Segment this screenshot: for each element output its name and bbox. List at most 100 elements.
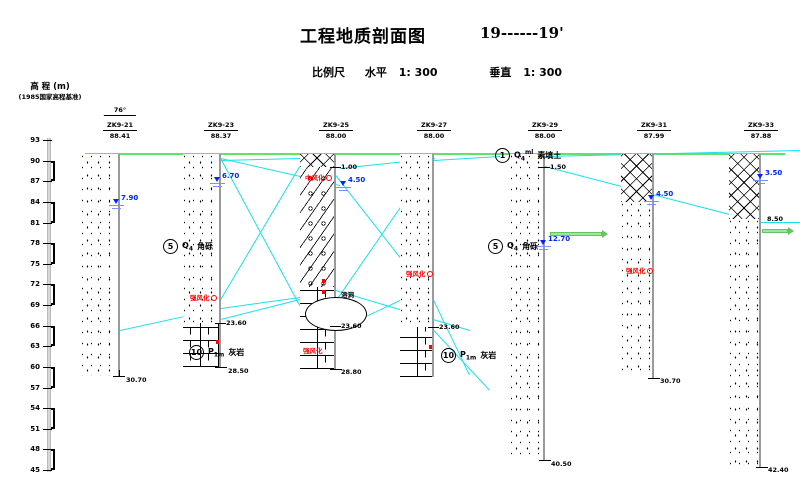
elevation-axis-title: 高 程 (m) (1985国家高程基准) (14, 82, 86, 102)
axis-tick (43, 449, 52, 451)
legend-id: 5 (163, 239, 178, 254)
borehole-name: ZK9-23 (203, 121, 239, 131)
axis-tick-label: 87 (30, 177, 40, 186)
page-title: 工程地质剖面图 (300, 27, 426, 47)
legend-name: 灰岩 (480, 351, 497, 360)
axis-tick (43, 346, 52, 348)
borehole-bottom-tick (119, 370, 120, 377)
legend-name: 灰岩 (228, 348, 245, 357)
axis-tick-label: 57 (30, 383, 40, 392)
scale-vertical-label: 垂直 (489, 66, 512, 79)
sample-marker-zk9-27: 强风化 (406, 268, 433, 278)
axis-bracket (51, 284, 55, 305)
borehole-column-gravel (400, 154, 434, 327)
scale-label: 比例尺 (312, 66, 345, 79)
axis-tick-label: 60 (30, 362, 40, 371)
legend-id: 10 (441, 348, 456, 363)
borehole-column-limestone (400, 327, 434, 377)
borehole-column-gravel (621, 202, 654, 378)
borehole-column-fill (300, 154, 336, 167)
legend-callout-limestone-left: 10 P1m 灰岩 (189, 345, 244, 360)
borehole-name: ZK9-21 (102, 121, 138, 131)
axis-tick (43, 470, 52, 471)
borehole-name: ZK9-31 (636, 121, 672, 131)
borehole-bottom-depth: 42.40 (768, 466, 789, 474)
borehole-header-zk9-21: ZK9-21 88.41 (102, 121, 138, 140)
interpretation-line (434, 156, 501, 162)
borehole-elevation: 88.00 (534, 132, 556, 140)
legend-code: Q4ml (514, 148, 534, 163)
borehole-column-gravel (510, 154, 545, 460)
axis-tick (43, 284, 52, 286)
borehole-bottom-cap (648, 378, 660, 379)
scale-bar-info: 比例尺 水平 1: 300 垂直 1: 300 (312, 64, 562, 80)
legend-callout-gravel-right: 5 Q4 角砾 (488, 239, 538, 254)
borehole-column-fill (729, 154, 761, 219)
borehole-column-weathered (300, 167, 336, 287)
borehole-elevation: 88.41 (109, 132, 131, 140)
elevation-axis-datum: (1985国家高程基准) (18, 93, 82, 102)
axis-tick (43, 263, 52, 265)
axis-tick (43, 305, 52, 306)
legend-callout-limestone-right: 10 P1m 灰岩 (441, 348, 496, 363)
axis-tick (43, 387, 52, 389)
borehole-header-zk9-31: ZK9-31 87.99 (636, 121, 672, 140)
axis-bracket (51, 408, 55, 429)
axis-tick-label: 51 (30, 424, 40, 433)
legend-name: 角砾 (522, 242, 538, 251)
green-marker-segment-2 (762, 229, 788, 233)
depth-mark (428, 327, 439, 328)
scale-vertical-value: 1: 300 (523, 66, 563, 79)
axis-tick-label: 72 (30, 280, 40, 289)
borehole-bottom-depth: 28.80 (341, 368, 362, 376)
axis-tick (43, 160, 52, 162)
legend-id: 5 (488, 239, 503, 254)
ground-surface-line (85, 153, 785, 155)
axis-tick (43, 428, 52, 430)
borehole-elevation: 88.37 (210, 132, 232, 140)
sample-marker-zk9-25-a: 中风化 (305, 172, 332, 182)
sample-marker-zk9-31: 强风化 (626, 265, 653, 275)
interpretation-line (219, 166, 300, 300)
depth-label-top: 1.00 (341, 163, 358, 171)
borehole-bottom-depth: 30.70 (126, 376, 147, 384)
borehole-column-gravel (81, 154, 120, 376)
red-sample-block (322, 279, 325, 283)
depth-mark (330, 326, 341, 327)
depth-label: 23.60 (341, 322, 362, 330)
borehole-header-zk9-25: ZK9-25 88.00 (318, 121, 354, 140)
borehole-elevation: 87.88 (750, 132, 772, 140)
borehole-bottom-cap (539, 460, 551, 461)
scale-horizontal-value: 1: 300 (398, 66, 438, 79)
section-label: 19------19' (480, 24, 564, 42)
red-sample-block (216, 340, 219, 344)
axis-tick-label: 63 (30, 342, 40, 351)
legend-id: 10 (189, 345, 204, 360)
depth-mark-top (539, 167, 550, 168)
sample-marker-zk9-23: 强风化 (190, 292, 217, 302)
borehole-name: ZK9-33 (743, 121, 779, 131)
axis-tick-label: 54 (30, 404, 40, 413)
green-marker-segment-1 (550, 232, 602, 236)
legend-callout-gravel-left: 5 Q4 角砾 (163, 239, 213, 254)
axis-tick (43, 366, 52, 368)
interpretation-line (761, 222, 800, 224)
legend-code: P1m (460, 349, 477, 362)
axis-tick (43, 408, 52, 410)
borehole-column-gravel (729, 219, 761, 467)
legend-name: 角砾 (197, 242, 213, 251)
axis-bracket (51, 366, 55, 388)
axis-tick-label: 78 (30, 239, 40, 248)
axis-bracket (51, 201, 55, 223)
borehole-bottom-cap (330, 369, 342, 370)
legend-code: Q4 (182, 240, 193, 253)
axis-bracket (51, 160, 55, 182)
borehole-bottom-depth: 28.50 (228, 367, 249, 375)
borehole-header-zk9-27: ZK9-27 88.00 (416, 121, 452, 140)
axis-tick-label: 66 (30, 321, 40, 330)
borehole-header-zk9-33: ZK9-33 87.88 (743, 121, 779, 140)
axis-tick-label: 84 (30, 197, 40, 206)
axis-bracket (51, 243, 55, 264)
legend-id: 1 (495, 148, 510, 163)
borehole-column-limestone (183, 323, 221, 367)
